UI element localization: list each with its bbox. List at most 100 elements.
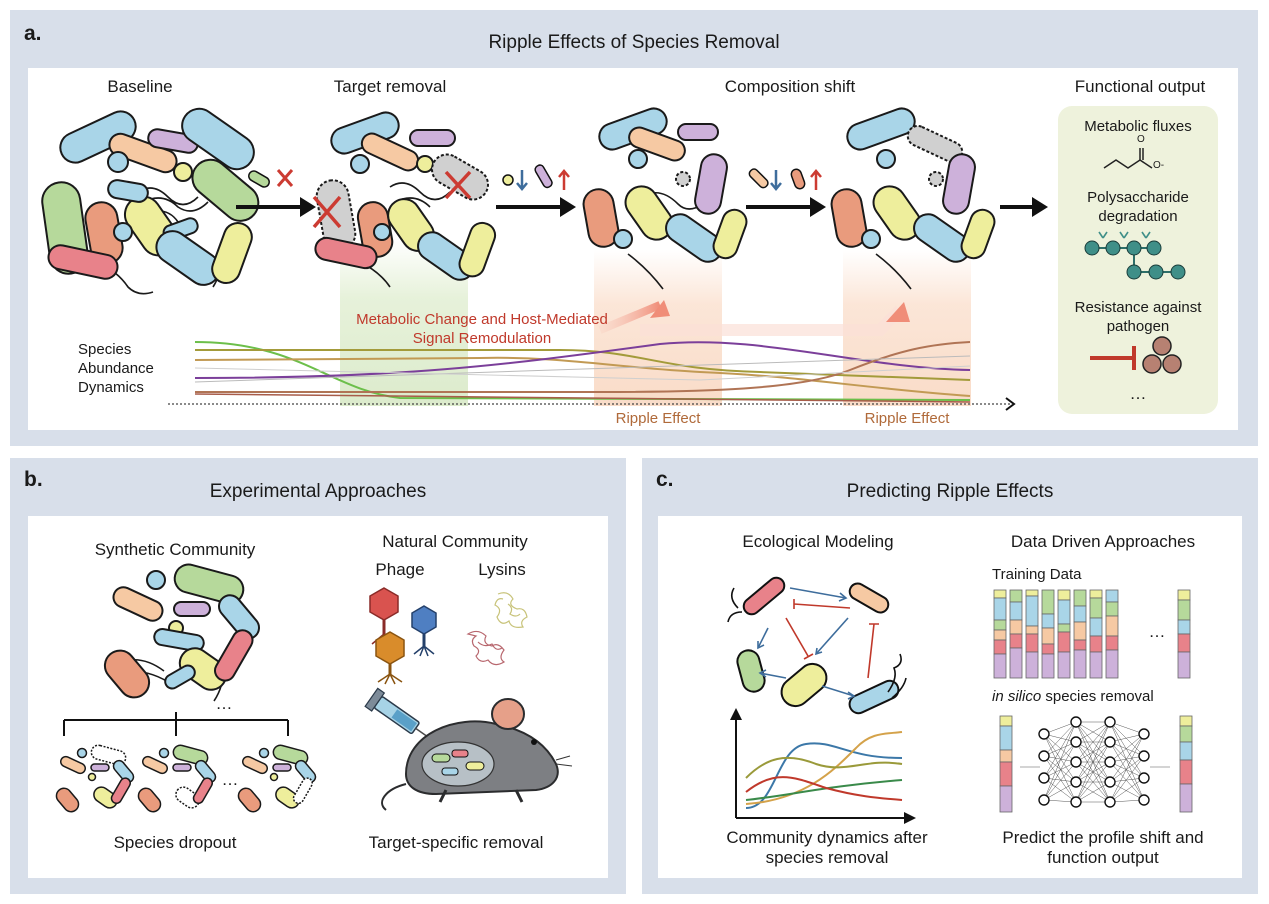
functional-polysaccharide: Polysaccharide degradation xyxy=(1087,189,1189,225)
interaction-network xyxy=(727,576,907,715)
dropout-bracket xyxy=(63,712,289,736)
bacterium-yellow xyxy=(211,222,253,284)
community-dynamics-plot xyxy=(730,708,916,824)
ripple-effect-label-1: Ripple Effect xyxy=(615,410,701,427)
arrow-down-icon xyxy=(516,170,528,191)
carboxyl-oxygen: O xyxy=(1137,134,1145,145)
cross-icon xyxy=(312,195,342,229)
bacterium-blue xyxy=(107,179,149,203)
arrow-2 xyxy=(496,197,576,217)
lysin-structures xyxy=(466,592,528,666)
coccus-yellow xyxy=(173,162,193,182)
ecological-modeling-label: Ecological Modeling xyxy=(742,532,894,551)
community-target-removal xyxy=(312,111,497,288)
output-profile-bar xyxy=(1179,715,1193,813)
polysaccharide-chain-icon xyxy=(1084,231,1186,280)
arrow-4 xyxy=(1000,197,1048,217)
curve-blue xyxy=(745,742,903,809)
training-data-bars xyxy=(993,589,1191,679)
panel-a-title: Ripple Effects of Species Removal xyxy=(488,32,780,53)
dropout-community-3 xyxy=(237,744,317,813)
panel-b-label: b. xyxy=(24,468,43,491)
cross-icon xyxy=(444,170,472,200)
scissors-icon xyxy=(1098,231,1151,239)
removed-species-marker xyxy=(248,169,294,188)
sample-bar xyxy=(1177,589,1191,679)
ripple-effect-label-2: Ripple Effect xyxy=(864,410,950,427)
dropout-ellipsis-top: … xyxy=(215,694,233,713)
curve-gold xyxy=(745,731,903,805)
input-profile-bar xyxy=(999,715,1013,813)
bacterium-pink xyxy=(47,244,119,280)
curve-olive xyxy=(195,349,971,381)
insilico-rest: species removal xyxy=(1041,688,1154,705)
bacterium-blue xyxy=(59,110,137,164)
phage-icons xyxy=(369,587,437,685)
arrow-1 xyxy=(236,197,316,217)
sample-bar xyxy=(1089,589,1103,679)
sample-bar xyxy=(1057,589,1071,679)
curve-green xyxy=(745,779,903,801)
phage-orange xyxy=(375,631,405,685)
coccus-blue xyxy=(113,222,133,242)
syringe-icon xyxy=(364,687,433,741)
functional-output-title: Functional output xyxy=(1074,77,1206,96)
predict-label: Predict the profile shift and function o… xyxy=(1002,828,1204,867)
insilico-em: in silico xyxy=(992,688,1042,705)
curve-red xyxy=(194,393,971,403)
synthetic-community-cluster xyxy=(103,563,260,702)
functional-ellipsis: … xyxy=(1129,384,1147,403)
arrow-3 xyxy=(746,197,826,217)
phage-label: Phage xyxy=(375,560,425,579)
arrow-up-icon xyxy=(558,169,570,190)
node-pink xyxy=(742,576,786,616)
cross-icon xyxy=(276,169,294,187)
sample-bar xyxy=(1073,589,1087,679)
sample-bar xyxy=(1025,589,1039,679)
curve-red xyxy=(745,776,903,801)
community-shift-2 xyxy=(830,107,996,290)
functional-output-box xyxy=(1058,106,1218,414)
node-peach xyxy=(848,582,890,614)
butyrate-molecule-icon xyxy=(1103,148,1153,169)
arrow-up-icon xyxy=(810,169,822,190)
dropout-ellipsis-bottom: … xyxy=(221,770,239,789)
signal-label: Metabolic Change and Host-Mediated Signa… xyxy=(356,311,608,347)
dropout-community-2 xyxy=(137,744,217,813)
lysins-label: Lysins xyxy=(478,560,526,579)
node-blue xyxy=(848,679,900,715)
target-specific-removal-label: Target-specific removal xyxy=(368,833,544,852)
dropout-community-1 xyxy=(55,744,135,813)
carboxylate-charge: O- xyxy=(1153,160,1165,171)
mouse-icon xyxy=(381,698,573,811)
panel-c-title: Predicting Ripple Effects xyxy=(846,481,1054,502)
node-green xyxy=(736,649,766,693)
community-shift-1 xyxy=(582,107,748,290)
panel-a-label: a. xyxy=(24,22,42,45)
natural-community-label: Natural Community xyxy=(382,532,528,551)
node-yellow xyxy=(780,662,828,708)
sample-bar xyxy=(993,589,1007,679)
sample-bar xyxy=(1009,589,1023,679)
training-ellipsis: … xyxy=(1148,622,1166,641)
abundance-dynamics-label: Species Abundance Dynamics xyxy=(78,341,154,396)
curve-olive xyxy=(745,756,903,779)
panel-b-title: Experimental Approaches xyxy=(209,481,427,502)
neural-network xyxy=(999,715,1193,813)
data-driven-label: Data Driven Approaches xyxy=(1010,532,1196,551)
arrow-down-icon xyxy=(770,170,782,191)
stage-baseline-label: Baseline xyxy=(107,77,173,96)
bacterium-blue xyxy=(181,107,255,171)
panel-b-content xyxy=(28,516,608,878)
curve-grey-1 xyxy=(194,355,971,383)
sample-bar xyxy=(1105,589,1119,679)
sample-bar xyxy=(1041,589,1055,679)
coccus-blue xyxy=(107,151,129,173)
training-data-label: Training Data xyxy=(992,566,1082,583)
nn-edges xyxy=(1020,721,1170,803)
panel-c-label: c. xyxy=(656,468,674,491)
phage-blue xyxy=(411,605,437,657)
curve-brown xyxy=(195,341,971,393)
insilico-label: in silico species removal xyxy=(992,688,1212,705)
